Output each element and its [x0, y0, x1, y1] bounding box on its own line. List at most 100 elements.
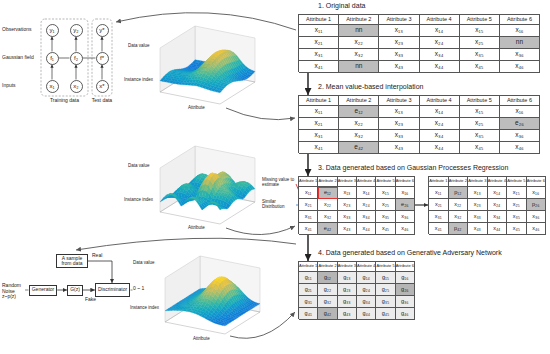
table-cell: x₁₃	[338, 187, 357, 199]
table-cell: x₃₁	[429, 211, 449, 223]
group-label: Test data	[88, 98, 116, 104]
table-cell: nn	[500, 37, 540, 49]
table-cell: x₂₄	[420, 37, 460, 49]
variable-node: y₂	[70, 24, 83, 37]
table-cell: nn	[339, 61, 379, 73]
connector	[307, 234, 309, 261]
table-cell: x₁₄	[420, 106, 460, 118]
table-cell: g₄₃	[338, 308, 357, 320]
connector	[59, 58, 70, 59]
header-cell: Attribute 5	[507, 177, 527, 187]
table-cell: x₃₂	[339, 130, 379, 142]
base-plane	[160, 70, 255, 104]
table-cell: g₁₁	[299, 272, 318, 284]
table-cell: g₁₆	[396, 272, 415, 284]
header-cell: Attribute 4	[420, 96, 460, 106]
table-cell: g₂₅	[376, 284, 395, 296]
back-wall	[200, 256, 260, 312]
surface-plot	[160, 26, 255, 104]
table-cell: g₄₄	[357, 308, 376, 320]
table-cell: x₄₁	[299, 142, 339, 154]
variable-name: x₂	[73, 83, 78, 89]
header-cell: Attribute 2	[318, 177, 337, 187]
table-cell: g₃₆	[396, 296, 415, 308]
variable-name: y*	[99, 27, 104, 33]
table-cell: x₃₃	[379, 49, 419, 61]
table-cell: x₃₆	[500, 49, 540, 61]
table-cell: x₃₅	[507, 211, 527, 223]
data-table: Attribute 1Attribute 2Attribute 3Attribu…	[298, 176, 415, 234]
base-plane	[165, 300, 260, 334]
table-cell: x₃₅	[460, 49, 500, 61]
variable-node: x₂	[70, 80, 83, 93]
table-cell: x₁₅	[376, 187, 395, 199]
table-cell: x₁₃	[468, 187, 488, 199]
table-cell: x₂₁	[429, 199, 449, 211]
table-cell: x₂₂	[449, 199, 469, 211]
output-label: 0 ~ 1	[133, 286, 144, 292]
table-cell: x₁₄	[488, 187, 508, 199]
table-cell: g₃₃	[338, 296, 357, 308]
table-cell: g₁₂	[318, 272, 337, 284]
table-cell: x₃₁	[299, 49, 339, 61]
table-cell: x₄₅	[460, 61, 500, 73]
table-cell: x₂₁	[299, 118, 339, 130]
table-cell: g₃₂	[318, 296, 337, 308]
header-cell: Attribute 5	[460, 96, 500, 106]
table-cell: x₃₄	[357, 211, 376, 223]
table-cell: x₁₁	[299, 187, 318, 199]
table-cell: g₂₁	[299, 284, 318, 296]
surface-patch	[160, 197, 165, 202]
table-cell: x₄₁	[299, 61, 339, 73]
table-cell: x₂₄	[420, 118, 460, 130]
table-cell: x₃₂	[449, 211, 469, 223]
input-label: Random Noise z~p(z)	[2, 283, 27, 300]
table-cell: g₂₃	[338, 284, 357, 296]
header-cell: Attribute 1	[299, 96, 339, 106]
table-cell: x₁₁	[299, 25, 339, 37]
header-cell: Attribute 1	[429, 177, 449, 187]
variable-node: f₁	[46, 52, 59, 65]
table-cell: x₃₆	[500, 130, 540, 142]
table-cell: g₁₄	[357, 272, 376, 284]
table-cell: x₄₁	[429, 223, 449, 235]
header-cell: Attribute 1	[299, 262, 318, 272]
header-cell: Attribute 6	[527, 177, 547, 187]
axis-label: Instance index	[124, 78, 156, 83]
table-cell: x₂₅	[460, 37, 500, 49]
table-cell: g₁₃	[338, 272, 357, 284]
surface-patch	[175, 197, 180, 202]
header-cell: Attribute 3	[338, 177, 357, 187]
table-cell: x₃₄	[488, 211, 508, 223]
table-cell: x₁₅	[460, 25, 500, 37]
table-cell: x₃₆	[396, 211, 415, 223]
table-cell: e₁₂	[318, 187, 337, 199]
header-cell: Attribute 1	[299, 15, 339, 25]
connector	[83, 290, 95, 291]
table-cell: x₃₁	[299, 130, 339, 142]
table-cell: g₄₆	[396, 308, 415, 320]
table-cell: p₁₂	[449, 187, 469, 199]
table-cell: g₂₄	[357, 284, 376, 296]
connector	[102, 37, 103, 52]
axis-label: Attribute	[193, 337, 210, 342]
side-wall	[160, 26, 195, 92]
row-label: Inputs	[2, 83, 40, 89]
variable-name: f₂	[74, 55, 78, 61]
surface-patch	[217, 205, 222, 210]
table-cell: x₃₂	[318, 211, 337, 223]
header-cell: Attribute 4	[420, 15, 460, 25]
annotation: Missing value to estimate	[262, 178, 295, 188]
table-cell: x₂₂	[339, 118, 379, 130]
header-cell: Attribute 5	[460, 15, 500, 25]
header-cell: Attribute 4	[357, 177, 376, 187]
process-box: Generator	[29, 285, 58, 296]
variable-name: x*	[99, 83, 104, 89]
box-text: Discriminator	[98, 287, 127, 292]
header-cell: Attribute 3	[379, 15, 419, 25]
header-cell: Attribute 2	[449, 177, 469, 187]
table-cell: x₁₆	[500, 106, 540, 118]
table-cell: x₄₃	[468, 223, 488, 235]
connector	[57, 290, 67, 291]
table-cell: g₄₅	[376, 308, 395, 320]
